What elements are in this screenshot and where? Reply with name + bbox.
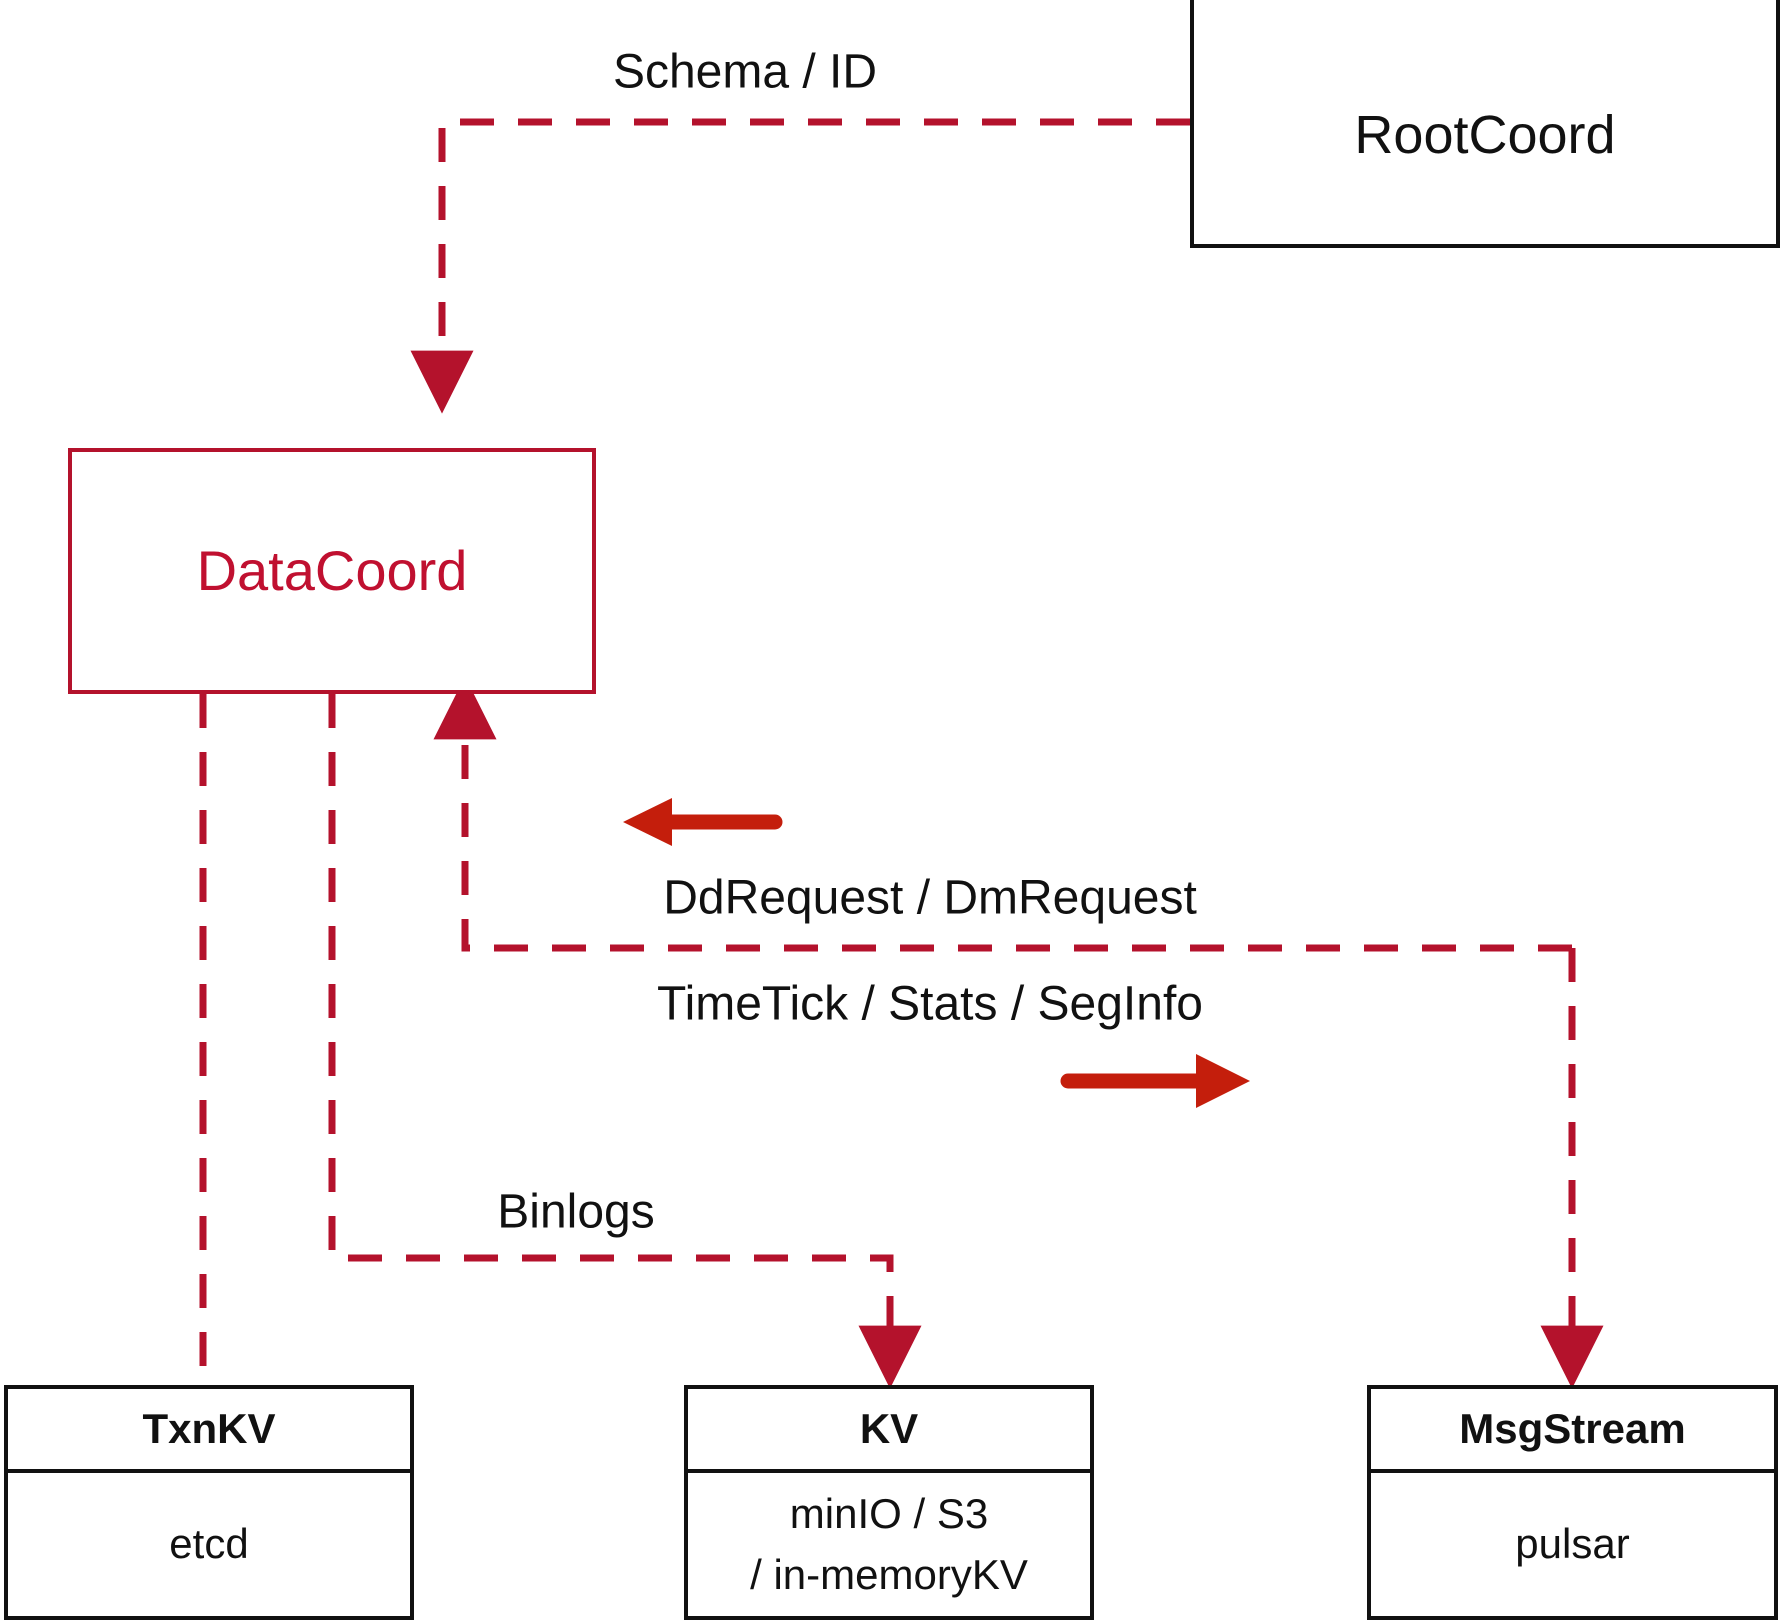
node-txnkv-body: etcd bbox=[8, 1473, 410, 1616]
node-datacoord[interactable]: DataCoord bbox=[68, 448, 596, 694]
edge-schema-id-path bbox=[410, 118, 1190, 414]
node-kv-line-0: minIO / S3 bbox=[789, 1489, 989, 1537]
inbound-marker-icon bbox=[623, 798, 783, 846]
node-kv-body: minIO / S3 / in-memoryKV bbox=[688, 1473, 1090, 1616]
node-kv[interactable]: KV minIO / S3 / in-memoryKV bbox=[684, 1385, 1094, 1620]
node-txnkv[interactable]: TxnKV etcd bbox=[4, 1385, 414, 1620]
node-msgstream-line-0: pulsar bbox=[1515, 1520, 1630, 1568]
node-datacoord-label: DataCoord bbox=[196, 539, 468, 602]
node-txnkv-line-0: etcd bbox=[169, 1520, 249, 1568]
node-kv-line-1: / in-memoryKV bbox=[750, 1550, 1028, 1598]
node-kv-title: KV bbox=[688, 1389, 1090, 1473]
node-rootcoord[interactable]: RootCoord bbox=[1190, 0, 1780, 248]
node-msgstream-body: pulsar bbox=[1371, 1473, 1774, 1616]
edge-label-binlogs: Binlogs bbox=[497, 1185, 655, 1239]
edge-label-ddrequest-dmrequest: DdRequest / DmRequest bbox=[663, 871, 1197, 925]
node-rootcoord-label: RootCoord bbox=[1354, 105, 1616, 165]
edge-label-timetick-stats-seginfo: TimeTick / Stats / SegInfo bbox=[657, 977, 1203, 1031]
outbound-marker-icon bbox=[1060, 1054, 1250, 1108]
edge-label-schema-id: Schema / ID bbox=[612, 45, 878, 99]
node-txnkv-title: TxnKV bbox=[8, 1389, 410, 1473]
node-msgstream-title: MsgStream bbox=[1371, 1389, 1774, 1473]
node-msgstream[interactable]: MsgStream pulsar bbox=[1367, 1385, 1778, 1620]
